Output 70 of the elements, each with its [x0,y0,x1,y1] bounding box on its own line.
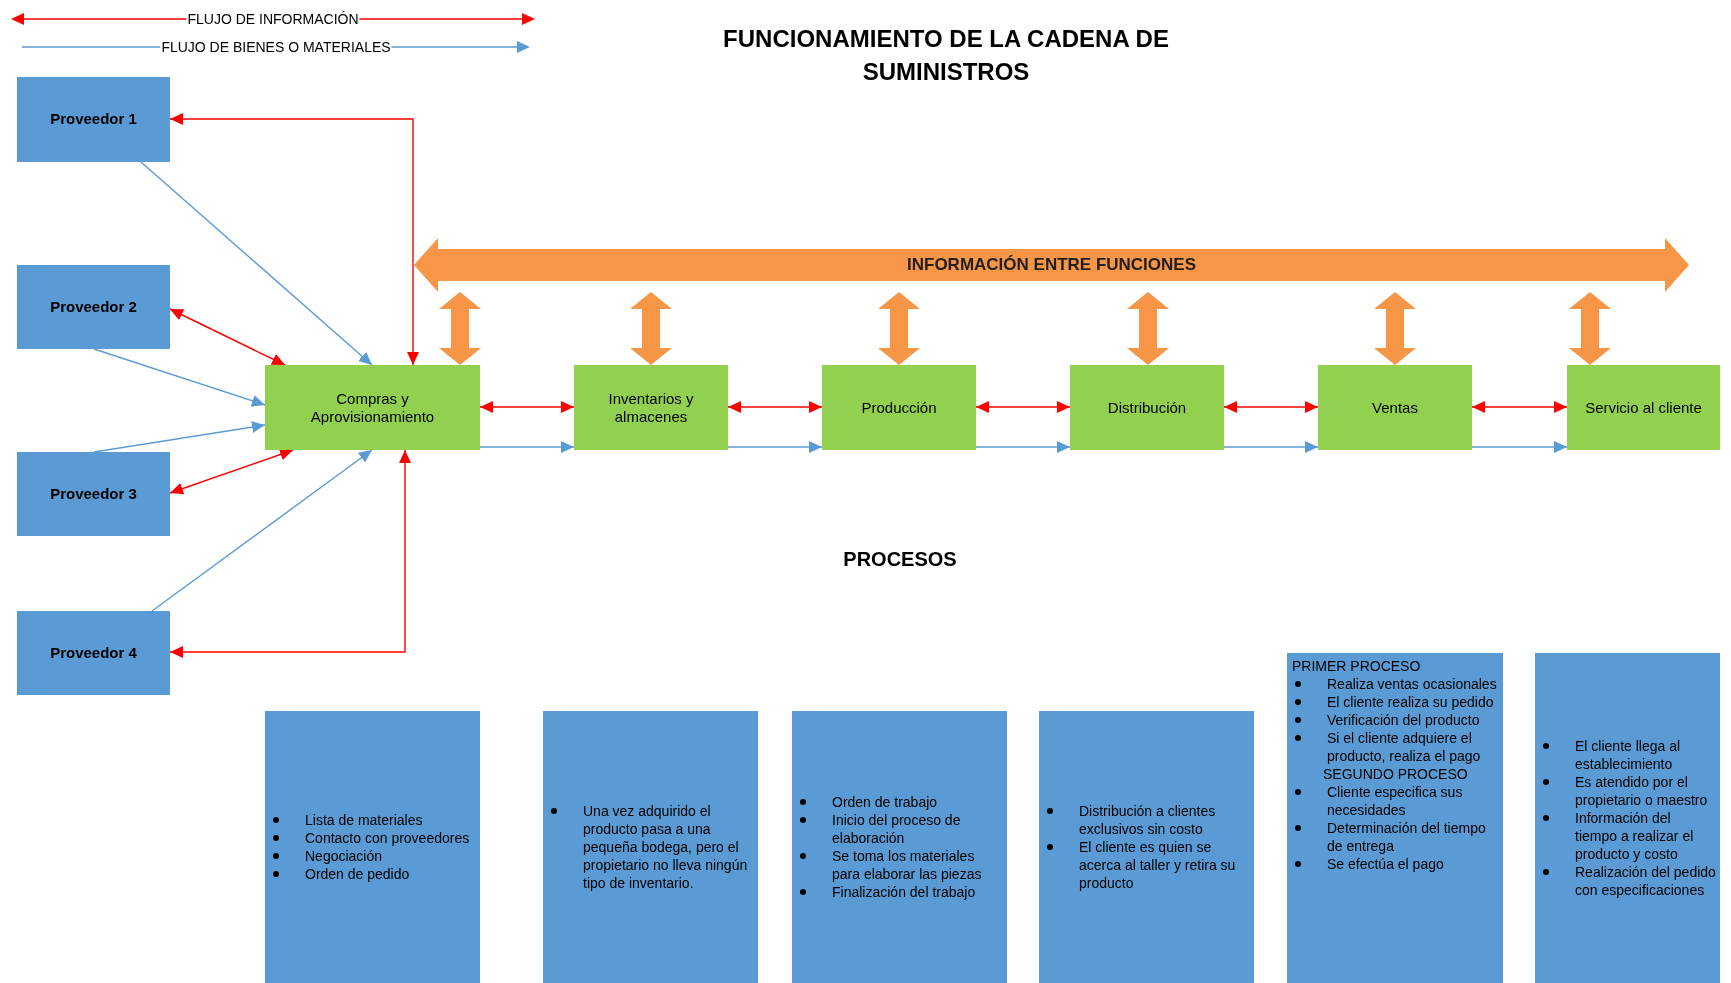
arrow [151,449,373,612]
block-arrow [1127,292,1169,365]
block-arrow [1374,292,1416,365]
description-box [265,711,480,983]
double-block-arrow [414,238,1689,292]
bullet-item: El cliente realiza su pedido [1327,693,1495,711]
arrow [1223,441,1319,453]
supplier-box: Proveedor 2 [17,265,170,349]
bullet-item: Inicio del proceso de elaboración [832,811,962,847]
arrow [1471,401,1568,413]
function-box: Ventas [1318,365,1472,450]
block-arrow [630,292,672,365]
arrow [93,421,266,453]
arrow [169,449,411,658]
function-box: Producción [822,365,976,450]
bullet-item: Determinación del tiempo de entrega [1327,819,1487,855]
arrow [169,113,419,366]
bullet-item: El cliente es quien se acerca al taller y retira su producto [1079,838,1237,892]
bullet-item: Orden de pedido [305,865,411,883]
block-arrow [439,292,481,365]
arrow [479,441,575,453]
section-label: PROCESOS [842,547,958,572]
bullet-item: Negociación [305,847,384,865]
bullet-item: El cliente llega al establecimiento [1575,737,1682,773]
title: FUNCIONAMIENTO DE LA CADENA DE SUMINISTROS [722,24,1170,87]
bullet-item: Orden de trabajo [832,793,939,811]
block-arrow [878,292,920,365]
legend-label: FLUJO DE BIENES O MATERIALES [160,39,392,55]
arrow [1223,401,1319,413]
arrow [479,401,575,413]
bullet-item: Lista de materiales [305,811,424,829]
description-box [1287,653,1503,983]
supplier-box: Proveedor 4 [17,611,170,695]
arrow [93,348,266,407]
description-box [1535,653,1720,983]
bullet-item: Cliente especifica sus necesidades [1327,783,1464,819]
function-box: Distribución [1070,365,1224,450]
arrow [975,401,1071,413]
bullet-item: Si el cliente adquiere el producto, realiza el pago [1327,729,1482,765]
bullet-item: Se toma los materiales para elaborar las piezas [832,847,983,883]
function-box: Compras y Aprovisionamiento [265,365,480,450]
arrow [727,401,823,413]
supplier-box: Proveedor 3 [17,452,170,536]
function-box: Inventarios y almacenes [574,365,728,450]
bullet-item: Una vez adquirido el producto pasa a una pequeña bodega, pero el propietario no lleva ningún tipo de inventario. [583,802,749,892]
bullet-item: Verificación del producto [1327,711,1481,729]
description-box [792,711,1007,983]
arrow [727,441,823,453]
arrow [140,161,373,366]
bullet-item: Finalización del trabajo [832,883,977,901]
function-box: Servicio al cliente [1567,365,1720,450]
bullet-item: Realiza ventas ocasionales [1327,675,1498,693]
legend-label: FLUJO DE INFORMACIÓN [186,11,360,27]
arrow [169,308,286,366]
bullet-item: Se efectúa el pago [1327,855,1445,873]
block-arrow [1569,292,1611,365]
bullet-item: Contacto con proveedores [305,829,471,847]
section-heading: SEGUNDO PROCESO [1322,765,1469,783]
bullet-item: Es atendido por el propietario o maestro [1575,773,1709,809]
bullet-item: Información del tiempo a realizar el producto y costo [1575,809,1695,863]
band-label: INFORMACIÓN ENTRE FUNCIONES [907,254,1196,277]
description-box [1039,711,1254,983]
supplier-box: Proveedor 1 [17,77,170,162]
bullet-item: Distribución a clientes exclusivos sin costo [1079,802,1217,838]
arrow [169,448,294,495]
section-heading: PRIMER PROCESO [1291,657,1422,675]
arrow [975,441,1071,453]
bullet-item: Realización del pedido con especificaciones [1575,863,1717,899]
description-box [543,711,758,983]
arrow [1471,441,1568,453]
